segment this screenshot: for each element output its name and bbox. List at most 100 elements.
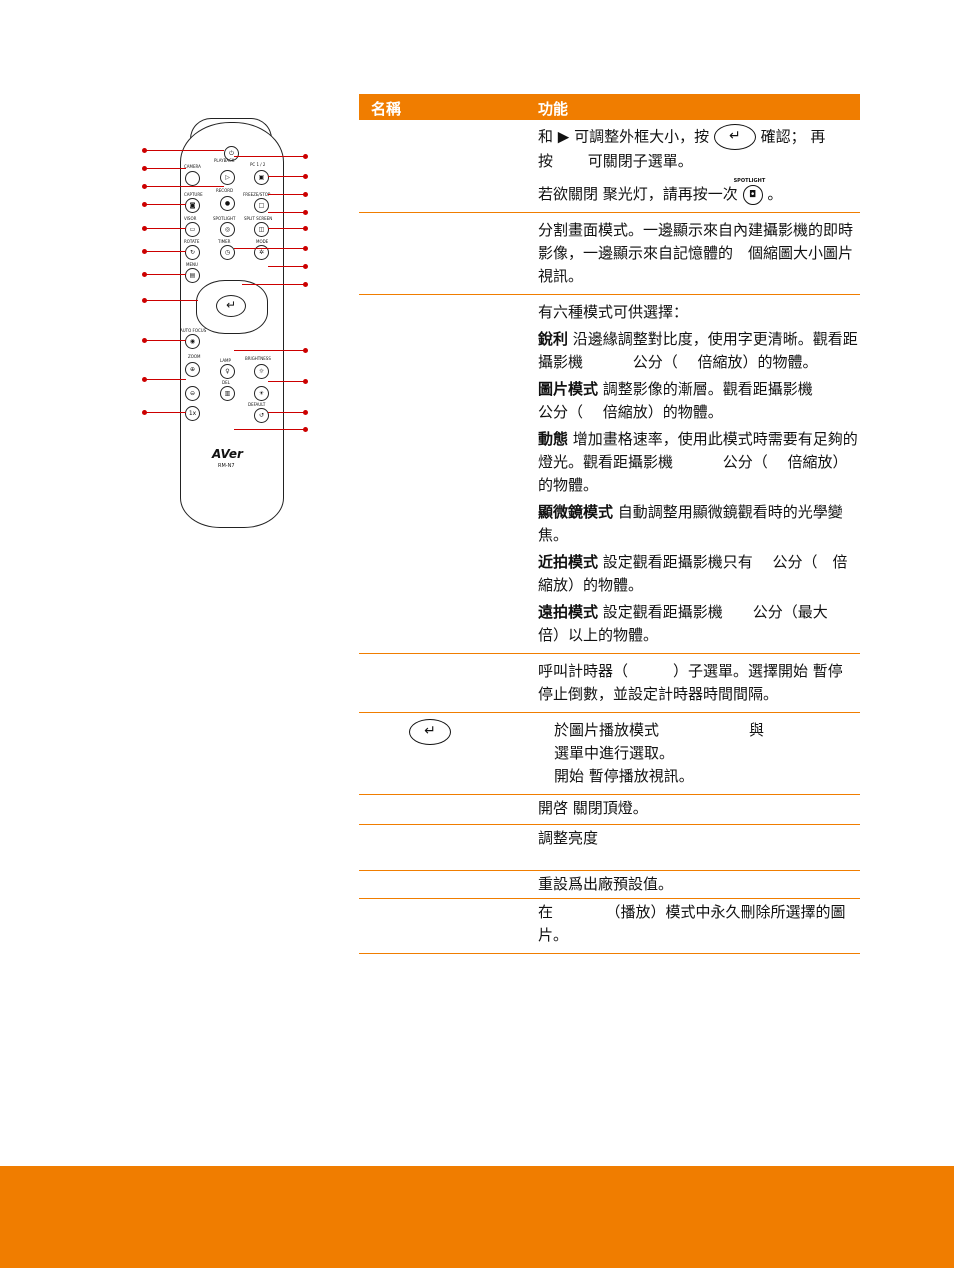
callout-line bbox=[146, 228, 186, 230]
mode-term-infinity: 遠拍模式 bbox=[538, 603, 599, 621]
zoom-in-button-icon: ⊕ bbox=[185, 362, 200, 377]
default-button-icon: ↺ bbox=[254, 408, 269, 423]
callout-line bbox=[234, 156, 304, 158]
row1-text-b: 確認； 再 bbox=[760, 127, 826, 146]
callout-line bbox=[268, 212, 304, 214]
row1-text-d: 若欲關閉 聚光灯，請再按一次 bbox=[538, 185, 738, 203]
table-row: 調整亮度 bbox=[359, 825, 860, 871]
row1-text-a: 和 ▶ 可調整外框大小，按 bbox=[538, 127, 710, 146]
callout-line bbox=[146, 186, 224, 188]
brightness-up-button-icon: ☼ bbox=[254, 364, 269, 379]
row5-text-c: 開始 暫停播放視訊。 bbox=[554, 767, 694, 785]
callout-line bbox=[234, 350, 304, 352]
footer-bar bbox=[0, 1166, 954, 1268]
callout-dot bbox=[303, 379, 308, 384]
callout-dot bbox=[303, 174, 308, 179]
row2-text: 分割畫面模式。一邊顯示來自內建攝影機的即時影像，一邊顯示來自記憶體的 個縮圖大小… bbox=[538, 221, 854, 285]
remote-label-lamp: LAMP bbox=[220, 358, 231, 363]
remote-label-visor: VISOR bbox=[184, 216, 197, 221]
callout-dot bbox=[142, 226, 147, 231]
remote-label-freeze: FREEZE/STOP bbox=[243, 192, 271, 197]
callout-dot bbox=[142, 338, 147, 343]
remote-label-brightness: BRIGHTNESS bbox=[245, 356, 271, 361]
remote-label-zoom: ZOOM bbox=[188, 354, 201, 359]
row9-text: 在 （播放）模式中永久刪除所選擇的圖片。 bbox=[538, 903, 846, 944]
callout-line bbox=[146, 251, 186, 253]
callout-line bbox=[268, 194, 304, 196]
enter-key-icon: ↵ bbox=[713, 124, 756, 150]
callout-dot bbox=[142, 298, 147, 303]
remote-label-capture: CAPTURE bbox=[184, 192, 203, 197]
callout-dot bbox=[142, 166, 147, 171]
mode-term-sharp: 銳利 bbox=[538, 330, 569, 348]
remote-label-default: DEFAULT bbox=[248, 402, 266, 407]
callout-dot bbox=[142, 202, 147, 207]
remote-control-illustration: ⏻ CAMERA PLAYBACK PC 1 / 2 ▷ ▣ RECORD CA… bbox=[138, 118, 318, 538]
callout-dot bbox=[142, 148, 147, 153]
remote-body bbox=[180, 122, 284, 528]
zoom-out-button-icon: ⊖ bbox=[185, 386, 200, 401]
table-row: 呼叫計時器（ ）子選單。選擇開始 暫停 停止倒數，並設定計時器時間間隔。 bbox=[359, 654, 860, 713]
callout-line bbox=[268, 266, 304, 268]
mode-term-microscope: 顯微鏡模式 bbox=[538, 503, 614, 521]
table-row: 和 ▶ 可調整外框大小，按 ↵ 確認； 再 按 可關閉子選單。 若欲關閉 聚光灯… bbox=[359, 120, 860, 213]
rotate-button-icon: ↻ bbox=[185, 245, 200, 260]
callout-line bbox=[268, 412, 304, 414]
playback-button-icon: ▷ bbox=[220, 170, 235, 185]
one-x-button-icon: 1x bbox=[185, 406, 200, 421]
callout-dot bbox=[303, 264, 308, 269]
row5-text-b: 選單中進行選取。 bbox=[554, 744, 675, 762]
remote-label-spotlight: SPOTLIGHT bbox=[213, 216, 236, 221]
mode-text-microscope: 自動調整用顯微鏡觀看時的光學變焦。 bbox=[538, 503, 843, 544]
callout-dot bbox=[142, 249, 147, 254]
remote-model-label: RM-N7 bbox=[218, 463, 235, 469]
table-row: 分割畫面模式。一邊顯示來自內建攝影機的即時影像，一邊顯示來自記憶體的 個縮圖大小… bbox=[359, 213, 860, 295]
visor-button-icon: ▭ bbox=[185, 222, 200, 237]
camera-button-icon bbox=[185, 171, 200, 186]
header-name: 名稱 bbox=[371, 100, 402, 118]
callout-line bbox=[146, 168, 186, 170]
callout-dot bbox=[142, 272, 147, 277]
brightness-down-button-icon: ☀ bbox=[254, 386, 269, 401]
row7-text: 調整亮度 bbox=[538, 829, 599, 847]
navigation-pad bbox=[196, 280, 268, 334]
callout-dot bbox=[303, 348, 308, 353]
row3-intro: 有六種模式可供選擇： bbox=[538, 303, 689, 321]
table-row: 在 （播放）模式中永久刪除所選擇的圖片。 bbox=[359, 899, 860, 954]
remote-label-timer: TIMER bbox=[218, 239, 231, 244]
remote-label-menu: MENU bbox=[186, 262, 198, 267]
split-screen-button-icon: ◫ bbox=[254, 222, 269, 237]
mode-text-motion: 增加畫格速率，使用此模式時需要有足夠的燈光。觀看距攝影機 公分（ 倍縮放）的物體… bbox=[538, 430, 858, 494]
callout-line bbox=[242, 284, 304, 286]
mode-text-graphics: 調整影像的漸層。觀看距攝影機 公分（ 倍縮放）的物體。 bbox=[538, 380, 863, 421]
callout-line bbox=[234, 429, 304, 431]
row8-text: 重設爲出廠預設值。 bbox=[538, 875, 674, 893]
spotlight-button-icon: ◎ bbox=[220, 222, 235, 237]
callout-dot bbox=[303, 282, 308, 287]
callout-line bbox=[146, 300, 198, 302]
remote-label-playback: PLAYBACK bbox=[214, 158, 235, 163]
table-header: 名稱 功能 bbox=[359, 94, 860, 120]
callout-line bbox=[234, 248, 304, 250]
row6-text: 開啓 關閉頂燈。 bbox=[538, 799, 648, 817]
mode-text-infinity: 設定觀看距攝影機 公分（最大 倍）以上的物體。 bbox=[538, 603, 858, 644]
enter-key-icon: ↵ bbox=[409, 719, 451, 745]
row1-text-c: 按 可關閉子選單。 bbox=[538, 152, 693, 170]
table-row: 有六種模式可供選擇： 銳利 沿邊緣調整對比度，使用字更清晰。觀看距攝影機 公分（… bbox=[359, 295, 863, 654]
callout-dot bbox=[142, 184, 147, 189]
callout-line bbox=[146, 204, 186, 206]
record-button-icon: ● bbox=[220, 196, 235, 211]
freeze-button-icon: □ bbox=[254, 198, 269, 213]
callout-dot bbox=[303, 410, 308, 415]
callout-dot bbox=[303, 246, 308, 251]
callout-line bbox=[268, 228, 304, 230]
remote-label-pc: PC 1 / 2 bbox=[250, 162, 266, 167]
remote-label-record: RECORD bbox=[216, 188, 234, 193]
callout-dot bbox=[303, 226, 308, 231]
remote-label-mode: MODE bbox=[256, 239, 269, 244]
remote-label-auto-focus: AUTO FOCUS bbox=[180, 328, 207, 333]
callout-line bbox=[268, 176, 304, 178]
callout-line bbox=[146, 274, 186, 276]
header-function: 功能 bbox=[538, 100, 569, 118]
callout-dot bbox=[303, 427, 308, 432]
